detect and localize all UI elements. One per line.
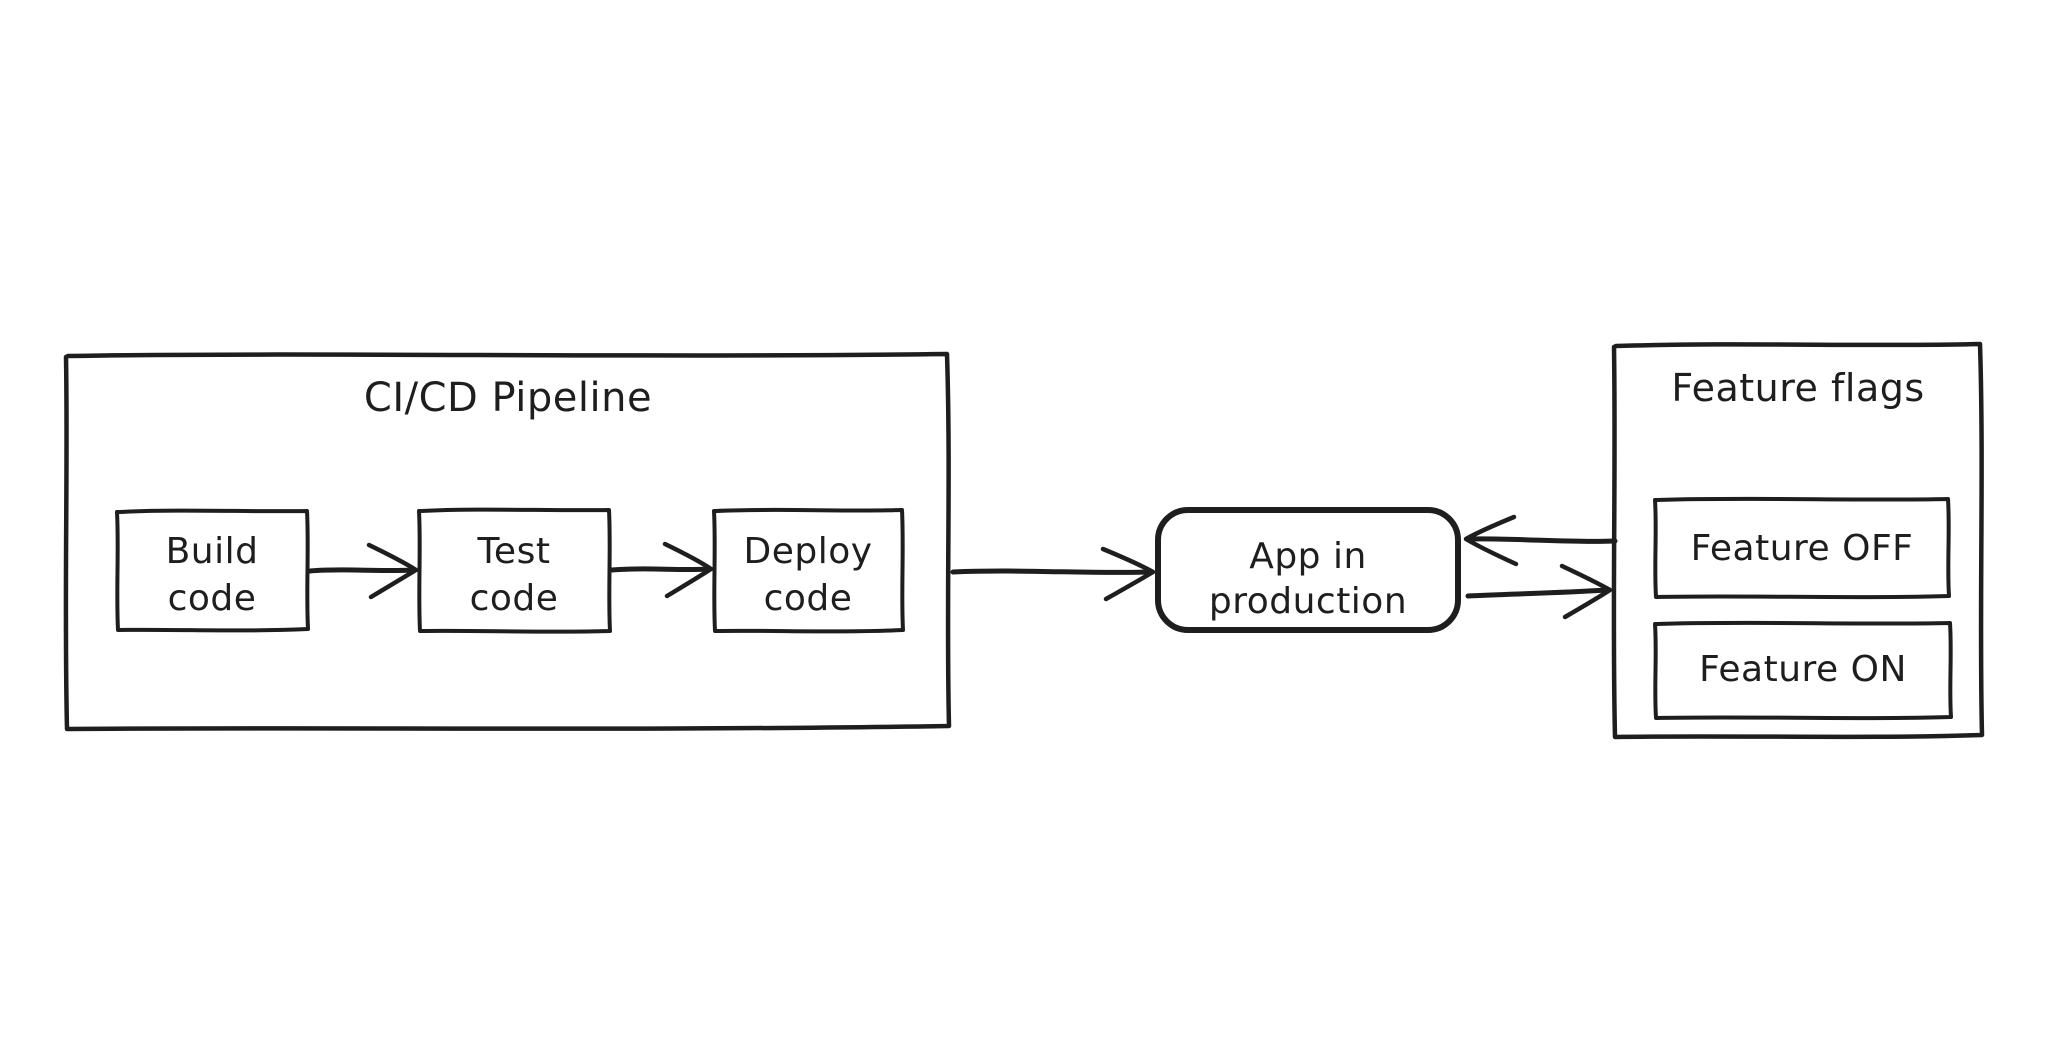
feature-flags-box [1611, 341, 1985, 740]
test-code-label-line2: code [470, 578, 559, 619]
build-code-label-line2: code [168, 578, 257, 619]
feature-off-box [1653, 496, 1951, 600]
feature-flags-group: Feature flags Feature OFF Feature ON [1611, 341, 1985, 740]
app-in-production-box [1155, 507, 1461, 633]
test-code-box [417, 507, 612, 634]
deploy-code-box [712, 507, 905, 634]
test-code-node: Test code [417, 507, 612, 634]
cicd-pipeline-group: CI/CD Pipeline Build code Test code [63, 351, 952, 732]
arrow-flags-to-app [1463, 514, 1618, 567]
diagram-root: CI/CD Pipeline Build code Test code [63, 341, 1985, 740]
arrow-app-to-flags [1465, 563, 1613, 620]
arrow-pipeline-to-app [950, 546, 1156, 602]
build-code-box [115, 508, 310, 633]
arrowhead [1100, 546, 1156, 602]
arrow-shaft [1465, 587, 1609, 599]
app-label-line1: App in [1249, 536, 1367, 577]
feature-on-box [1653, 620, 1953, 721]
arrowhead [662, 541, 714, 599]
deploy-code-label-line1: Deploy [743, 531, 872, 572]
feature-flags-title: Feature flags [1671, 366, 1924, 410]
build-code-label-line1: Build [166, 531, 259, 572]
arrow-shaft [950, 568, 1152, 575]
arrow-shaft [307, 567, 416, 574]
arrow-build-to-test [307, 542, 419, 600]
deploy-code-node: Deploy code [712, 507, 905, 634]
build-code-node: Build code [115, 508, 310, 633]
test-code-label-line1: Test [477, 531, 551, 572]
cicd-pipeline-title: CI/CD Pipeline [364, 375, 652, 421]
app-label-line2: production [1209, 581, 1407, 622]
deploy-code-label-line2: code [764, 578, 853, 619]
arrowhead [1463, 514, 1519, 567]
cicd-pipeline-box [63, 351, 952, 732]
arrow-test-to-deploy [609, 541, 714, 599]
feature-off-label: Feature OFF [1691, 528, 1914, 569]
feature-off-node: Feature OFF [1653, 496, 1951, 600]
arrow-shaft [609, 566, 711, 573]
arrowhead [1559, 563, 1613, 620]
arrow-shaft [1467, 536, 1618, 544]
arrowhead [366, 542, 419, 600]
app-in-production-node: App in production [1155, 507, 1461, 633]
feature-on-label: Feature ON [1699, 649, 1907, 690]
feature-on-node: Feature ON [1653, 620, 1953, 721]
